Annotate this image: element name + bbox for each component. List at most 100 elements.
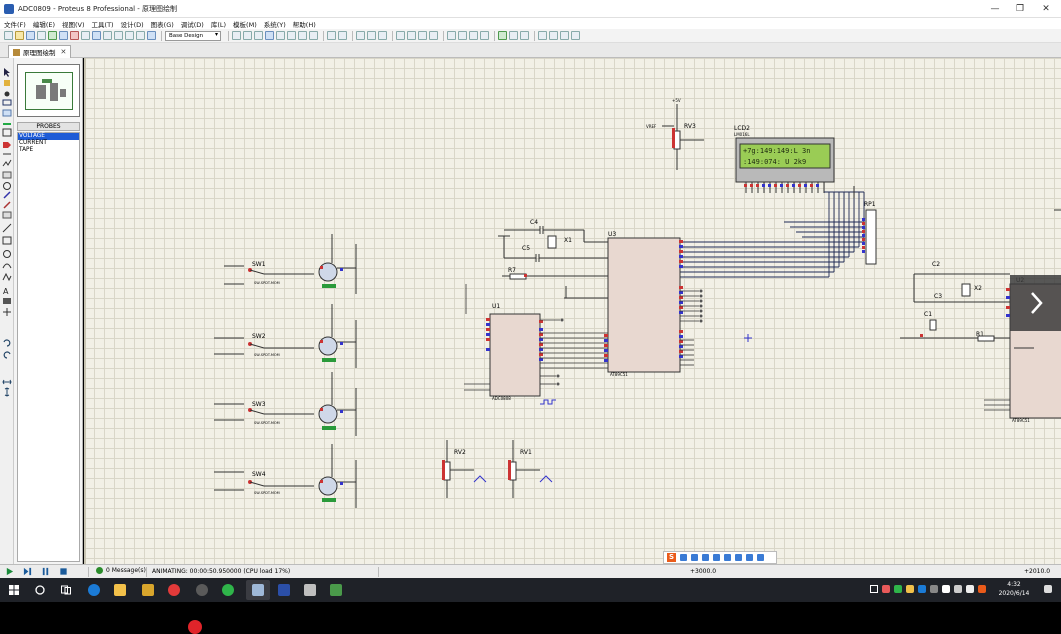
menu-design[interactable]: 设计(D): [120, 20, 144, 29]
menu-debug[interactable]: 调试(D): [180, 20, 204, 29]
tray-app-icon-3[interactable]: [918, 585, 926, 593]
overview-window[interactable]: [17, 64, 80, 117]
cut-icon[interactable]: [356, 31, 365, 40]
zoom-out-icon[interactable]: [287, 31, 296, 40]
volume-icon[interactable]: [954, 585, 962, 593]
zoom-in-icon[interactable]: [276, 31, 285, 40]
tray-app-icon-2[interactable]: [906, 585, 914, 593]
close-button[interactable]: ✕: [1042, 4, 1050, 14]
package-tool-icon[interactable]: [480, 31, 489, 40]
play-icon[interactable]: [5, 567, 14, 576]
pause-icon[interactable]: [41, 567, 50, 576]
menu-graph[interactable]: 图表(G): [150, 20, 174, 29]
zoom-area-icon[interactable]: [309, 31, 318, 40]
search-tag-icon[interactable]: [509, 31, 518, 40]
overview-viewport[interactable]: [25, 72, 73, 110]
ime-menu-icon[interactable]: [757, 554, 764, 561]
probe-voltage[interactable]: VOLTAGE: [18, 133, 79, 140]
menu-library[interactable]: 库(L): [210, 20, 227, 29]
taskbar-clock[interactable]: 4:32 2020/6/14: [992, 580, 1036, 598]
tray-app-icon-4[interactable]: [930, 585, 938, 593]
gerber-icon[interactable]: [92, 31, 101, 40]
new-sheet-icon[interactable]: [538, 31, 547, 40]
tray-sogou-icon[interactable]: [978, 585, 986, 593]
import-icon[interactable]: [37, 31, 46, 40]
schematic-canvas[interactable]: +7g:149:149:L 3n :149:074: U 2k9 LCD2 LM…: [84, 58, 1061, 564]
ime-language-icon[interactable]: [966, 585, 974, 593]
schematic-icon[interactable]: [59, 31, 68, 40]
next-page-arrow-button[interactable]: [1010, 275, 1061, 331]
make-device-icon[interactable]: [458, 31, 467, 40]
design-explorer-icon[interactable]: [114, 31, 123, 40]
restore-button[interactable]: ❐: [1015, 4, 1025, 14]
zoom-all-icon[interactable]: [298, 31, 307, 40]
menu-template[interactable]: 模板(M): [233, 20, 257, 29]
tray-wechat-icon[interactable]: [894, 585, 902, 593]
stop-icon[interactable]: [59, 567, 68, 576]
probe-tape[interactable]: TAPE: [19, 147, 34, 153]
paste-icon[interactable]: [378, 31, 387, 40]
ime-voice-icon[interactable]: [713, 554, 720, 561]
block-rotate-icon[interactable]: [418, 31, 427, 40]
menu-edit[interactable]: 编辑(E): [32, 20, 55, 29]
refresh-icon[interactable]: [232, 31, 241, 40]
notepad-plus-icon[interactable]: [330, 584, 342, 596]
wire-autorouter-icon[interactable]: [498, 31, 507, 40]
help-icon[interactable]: [147, 31, 156, 40]
block-copy-icon[interactable]: [396, 31, 405, 40]
netease-music-icon[interactable]: [168, 584, 180, 596]
menu-system[interactable]: 系统(Y): [263, 20, 286, 29]
notification-icon[interactable]: [1044, 585, 1052, 593]
property-tool-icon[interactable]: [520, 31, 529, 40]
save-icon[interactable]: [26, 31, 35, 40]
menu-tools[interactable]: 工具(T): [91, 20, 114, 29]
ime-toolbar[interactable]: S: [663, 551, 777, 564]
tab-close-icon[interactable]: ✕: [60, 48, 67, 56]
obs-icon[interactable]: [196, 584, 208, 596]
probe-current[interactable]: CURRENT: [19, 140, 47, 146]
word-icon[interactable]: [278, 584, 290, 596]
edge-browser-icon[interactable]: [88, 584, 100, 596]
undo-icon[interactable]: [327, 31, 336, 40]
windows-start-icon[interactable]: [8, 584, 20, 596]
home-icon[interactable]: [48, 31, 57, 40]
task-view-icon[interactable]: [60, 584, 72, 596]
remove-sheet-icon[interactable]: [549, 31, 558, 40]
ime-skin-icon[interactable]: [735, 554, 742, 561]
tab-schematic-capture[interactable]: 原理图绘制 ✕: [8, 45, 72, 58]
ime-mode-icon[interactable]: [680, 554, 687, 561]
source-code-icon[interactable]: [125, 31, 134, 40]
wifi-icon[interactable]: [942, 585, 950, 593]
origin-icon[interactable]: [254, 31, 263, 40]
tray-expand-icon[interactable]: [870, 585, 878, 593]
bill-of-materials-icon[interactable]: [571, 31, 580, 40]
wechat-icon[interactable]: [222, 584, 234, 596]
search-icon[interactable]: [34, 584, 46, 596]
file-explorer-icon[interactable]: [114, 584, 126, 596]
decompose-icon[interactable]: [469, 31, 478, 40]
menu-file[interactable]: 文件(F): [4, 20, 26, 29]
ime-emoji-icon[interactable]: [702, 554, 709, 561]
ime-toolbox-icon[interactable]: [746, 554, 753, 561]
open-folder-icon[interactable]: [15, 31, 24, 40]
pick-device-icon[interactable]: [447, 31, 456, 40]
copy-icon[interactable]: [367, 31, 376, 40]
design-select[interactable]: Base Design: [165, 30, 221, 41]
redo-icon[interactable]: [338, 31, 347, 40]
pcb-icon[interactable]: [70, 31, 79, 40]
minimize-button[interactable]: —: [990, 4, 1000, 14]
ime-keyboard-icon[interactable]: [724, 554, 731, 561]
tray-app-icon-1[interactable]: [882, 585, 890, 593]
new-file-icon[interactable]: [4, 31, 13, 40]
keil-icon[interactable]: [142, 584, 154, 596]
3d-view-icon[interactable]: [81, 31, 90, 40]
ime-punctuation-icon[interactable]: [691, 554, 698, 561]
bom-icon[interactable]: [103, 31, 112, 40]
block-move-icon[interactable]: [407, 31, 416, 40]
menu-view[interactable]: 视图(V): [62, 20, 85, 29]
menu-help[interactable]: 帮助(H): [292, 20, 316, 29]
step-icon[interactable]: [23, 567, 32, 576]
sogou-ime-icon[interactable]: S: [667, 553, 676, 562]
block-delete-icon[interactable]: [429, 31, 438, 40]
notes-icon[interactable]: [136, 31, 145, 40]
